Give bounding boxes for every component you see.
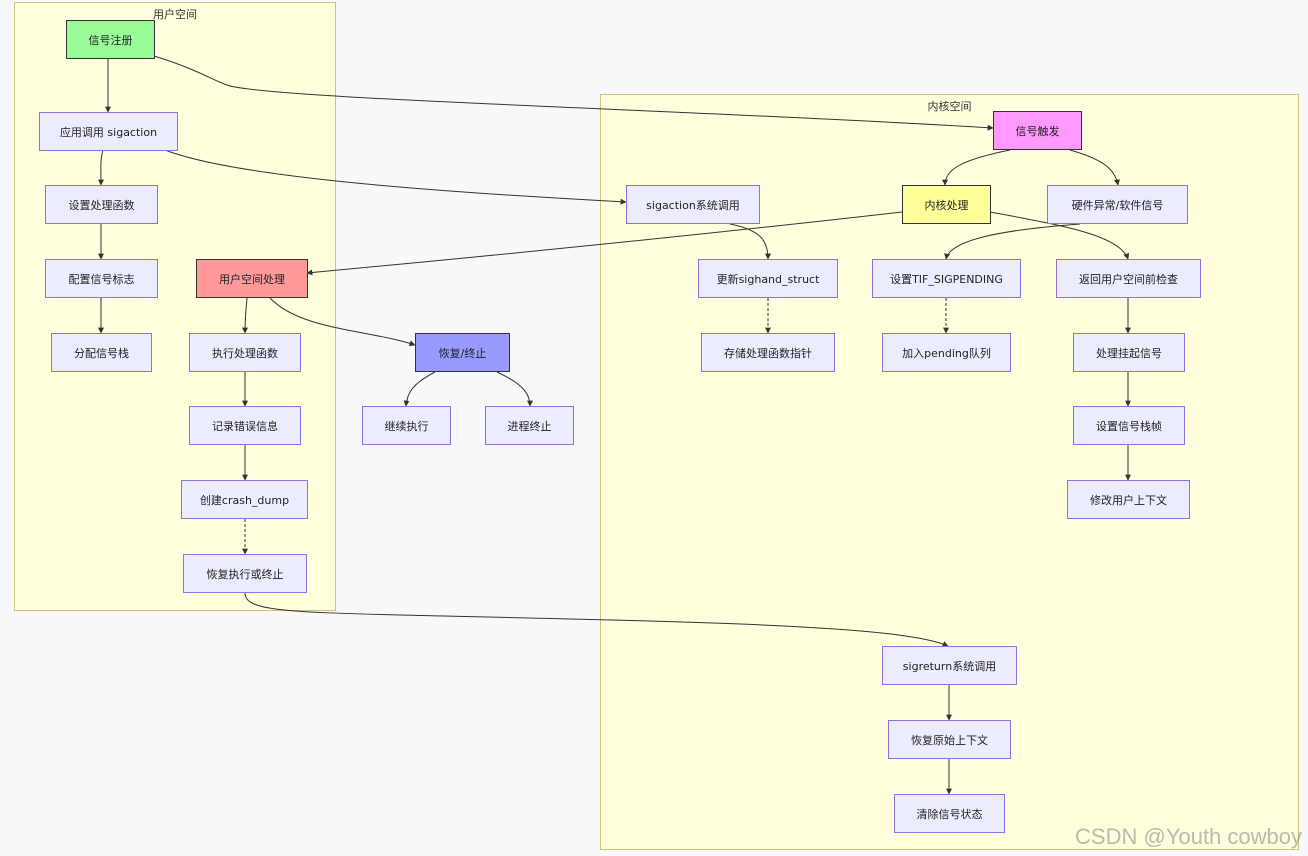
- node-update-sighand[interactable]: 更新sighand_struct: [698, 259, 838, 298]
- node-exec-handler[interactable]: 执行处理函数: [189, 333, 301, 372]
- node-sigreturn-syscall[interactable]: sigreturn系统调用: [882, 646, 1017, 685]
- node-set-signal-frame[interactable]: 设置信号栈帧: [1073, 406, 1185, 445]
- node-process-terminate[interactable]: 进程终止: [485, 406, 574, 445]
- node-restore-or-exit[interactable]: 恢复执行或终止: [183, 554, 307, 593]
- edge-hw-to-tif: [944, 223, 1081, 260]
- node-restore-original-context[interactable]: 恢复原始上下文: [888, 720, 1011, 759]
- node-hw-sw-signal[interactable]: 硬件异常/软件信号: [1047, 185, 1188, 224]
- edge-app-to-set-handler: [97, 149, 104, 186]
- node-app-call-sigaction[interactable]: 应用调用 sigaction: [39, 112, 178, 151]
- edge-restore-to-sigreturn: [244, 592, 949, 647]
- node-store-handler-ptr[interactable]: 存储处理函数指针: [701, 333, 835, 372]
- edge-reg-to-trigger: [153, 55, 994, 131]
- node-user-space-handle[interactable]: 用户空间处理: [196, 259, 308, 298]
- edge-sys-sigaction-to-update: [729, 223, 771, 260]
- edge-resume-to-terminate: [496, 371, 533, 407]
- node-resume-terminate[interactable]: 恢复/终止: [415, 333, 510, 372]
- edge-user-handle-to-exec: [242, 297, 249, 334]
- node-sigaction-syscall[interactable]: sigaction系统调用: [626, 185, 760, 224]
- watermark: CSDN @Youth cowboy: [1075, 824, 1302, 849]
- node-add-pending-queue[interactable]: 加入pending队列: [882, 333, 1011, 372]
- node-create-crash-dump[interactable]: 创建crash_dump: [181, 480, 308, 519]
- user-space-cluster: 用户空间: [14, 2, 336, 611]
- user-space-title: 用户空间: [153, 8, 197, 21]
- node-modify-user-context[interactable]: 修改用户上下文: [1067, 480, 1190, 519]
- node-log-error[interactable]: 记录错误信息: [189, 406, 301, 445]
- edge-trigger-to-hw: [1069, 149, 1120, 186]
- edge-kernel-to-check: [989, 211, 1130, 260]
- node-signal-register[interactable]: 信号注册: [66, 20, 155, 59]
- edge-trigger-to-kernel: [942, 149, 1011, 186]
- node-set-handler[interactable]: 设置处理函数: [45, 185, 158, 224]
- node-continue-exec[interactable]: 继续执行: [362, 406, 451, 445]
- node-signal-trigger[interactable]: 信号触发: [993, 111, 1082, 150]
- edge-resume-to-continue: [403, 371, 436, 407]
- edge-user-handle-to-resume: [269, 297, 416, 347]
- edge-app-to-sys-sigaction: [164, 149, 627, 205]
- node-config-flags[interactable]: 配置信号标志: [45, 259, 158, 298]
- node-clear-signal-state[interactable]: 清除信号状态: [894, 794, 1005, 833]
- node-handle-pending[interactable]: 处理挂起信号: [1073, 333, 1185, 372]
- kernel-space-title: 内核空间: [927, 100, 972, 113]
- node-check-before-return[interactable]: 返回用户空间前检查: [1056, 259, 1201, 298]
- edge-kernel-to-user-handle: [306, 211, 903, 276]
- node-set-tif-sigpending[interactable]: 设置TIF_SIGPENDING: [872, 259, 1021, 298]
- node-alloc-stack[interactable]: 分配信号栈: [51, 333, 152, 372]
- node-kernel-handle[interactable]: 内核处理: [902, 185, 991, 224]
